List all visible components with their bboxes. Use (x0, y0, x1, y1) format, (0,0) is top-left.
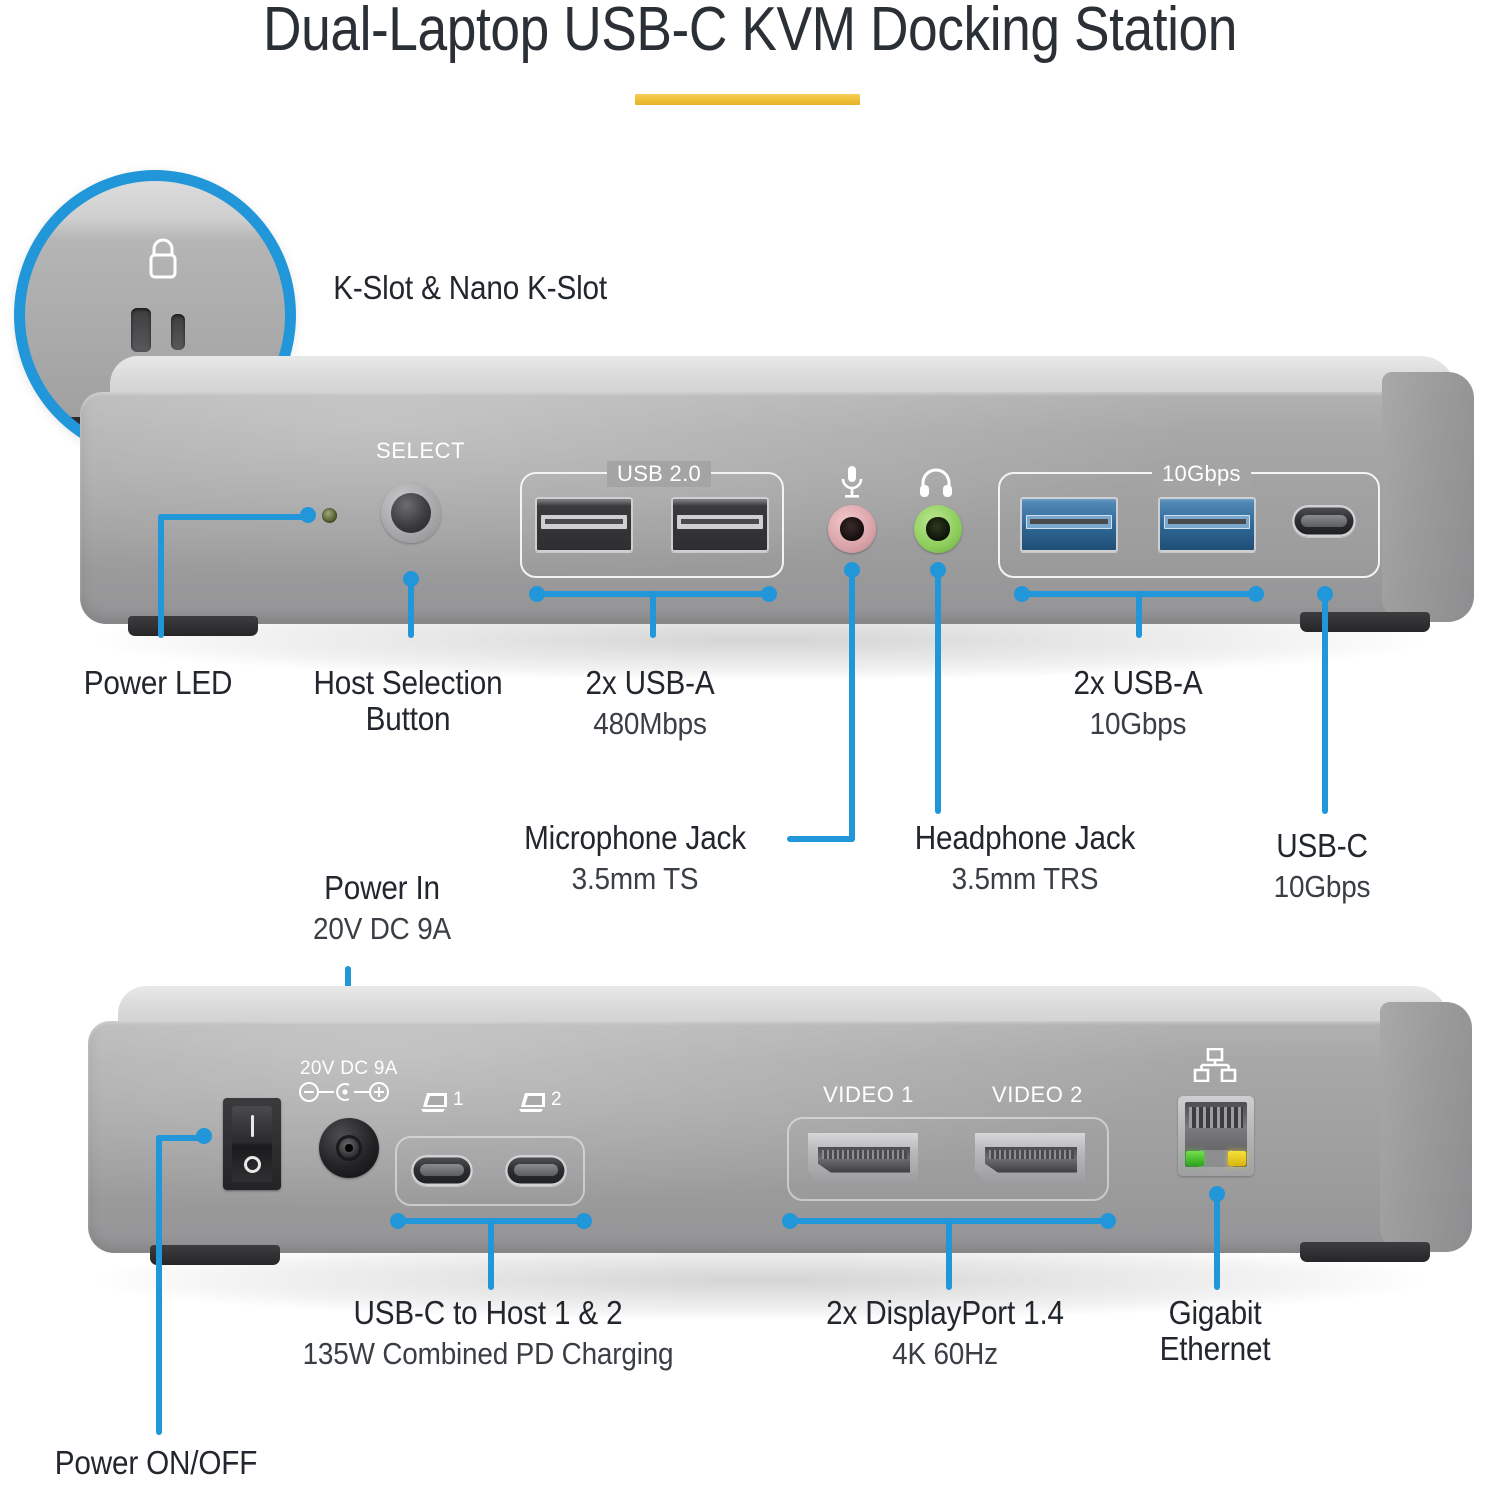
callout-usb-a-480: 2x USB-A 480Mbps (585, 664, 715, 742)
rear-foot-right (1300, 1242, 1430, 1262)
k-slot-opening (131, 308, 151, 352)
switch-off-mark (243, 1155, 261, 1173)
leader-dot-usbc-host-right (576, 1213, 592, 1229)
select-label: SELECT (376, 438, 466, 463)
leader-usbc-host-v (488, 1218, 494, 1290)
video1-label: VIDEO 1 (823, 1082, 915, 1107)
displayport-2[interactable] (975, 1133, 1085, 1185)
leader-mic-v (849, 570, 855, 842)
usb-c-port-10gbps[interactable] (1292, 505, 1356, 537)
leader-dp-v (946, 1218, 952, 1290)
leader-usbc-front-v (1322, 594, 1328, 814)
ethernet-led-green (1186, 1151, 1204, 1166)
video2-label: VIDEO 2 (992, 1082, 1084, 1107)
microphone-icon (841, 466, 863, 498)
leader-dot-dp-right (1100, 1213, 1116, 1229)
leader-dot-usb20-right (761, 586, 777, 602)
leader-usb20-v (650, 591, 656, 638)
dc-polarity-icon (299, 1082, 389, 1102)
dc-power-input-jack[interactable] (319, 1118, 379, 1178)
usb-c-host-port-1[interactable] (411, 1155, 473, 1186)
callout-power-on-off: Power ON/OFF (54, 1444, 258, 1481)
lock-icon (149, 238, 177, 279)
callout-microphone-jack: Microphone Jack 3.5mm TS (524, 819, 746, 897)
switch-on-mark (250, 1115, 254, 1138)
host-2-label: 2 (551, 1089, 562, 1110)
front-foot-right (1300, 612, 1430, 632)
leader-power-switch-h (156, 1135, 204, 1141)
usb-a-port-480mbps-2[interactable] (671, 497, 769, 552)
usb-a-port-10gbps-1[interactable] (1020, 497, 1118, 552)
tengbps-group-label: 10Gbps (1152, 461, 1251, 487)
usb-a-port-480mbps-1[interactable] (535, 497, 633, 552)
callout-headphone-jack: Headphone Jack 3.5mm TRS (914, 819, 1136, 897)
leader-headphone-v (935, 570, 941, 814)
page-title: Dual-Laptop USB-C KVM Docking Station (263, 0, 1237, 64)
rear-device-right-side (1380, 1002, 1472, 1252)
host-selection-button[interactable] (381, 483, 441, 543)
gigabit-ethernet-port[interactable] (1178, 1096, 1254, 1176)
headphone-icon (920, 468, 952, 497)
network-icon (1193, 1048, 1237, 1082)
usb20-group-label: USB 2.0 (607, 461, 712, 487)
callout-kslot: K-Slot & Nano K-Slot (333, 269, 607, 306)
laptop-icon-1 (421, 1093, 447, 1112)
front-foot-left (128, 616, 258, 636)
callout-usbc-to-host: USB-C to Host 1 & 2 135W Combined PD Cha… (302, 1294, 674, 1372)
microphone-jack[interactable] (828, 505, 876, 553)
title-underline-accent (635, 94, 860, 105)
usb-a-port-10gbps-2[interactable] (1158, 497, 1256, 552)
displayport-1[interactable] (808, 1133, 918, 1185)
rear-device-shadow (95, 1240, 1425, 1320)
leader-ethernet-v (1214, 1194, 1220, 1290)
leader-dot-usb10g-right (1248, 586, 1264, 602)
rear-foot-left (150, 1245, 280, 1265)
leader-mic-h (787, 836, 855, 842)
headphone-jack[interactable] (914, 505, 962, 553)
power-switch[interactable] (223, 1098, 281, 1190)
ethernet-led-yellow (1228, 1151, 1246, 1166)
callout-host-selection: Host Selection Button (313, 664, 503, 738)
power-in-silkscreen: 20V DC 9A (300, 1058, 398, 1079)
leader-power-led-v (158, 514, 164, 638)
callout-power-led: Power LED (83, 664, 233, 701)
callout-usb-a-10g: 2x USB-A 10Gbps (1073, 664, 1203, 742)
usb-c-host-port-2[interactable] (505, 1155, 567, 1186)
leader-host-button-v (408, 579, 414, 638)
callout-power-in: Power In 20V DC 9A (313, 869, 451, 947)
leader-usb10g-v (1136, 591, 1142, 638)
host-1-label: 1 (453, 1089, 464, 1110)
usbc-host-group-bracket (395, 1136, 585, 1206)
callout-usb-c-front: USB-C 10Gbps (1273, 827, 1371, 905)
laptop-icon-2 (519, 1093, 545, 1112)
leader-power-led-h (158, 514, 308, 520)
power-led (322, 508, 337, 523)
leader-power-switch-v (156, 1135, 162, 1435)
video-group-bracket (787, 1117, 1109, 1201)
front-device-right-side (1382, 372, 1474, 622)
nano-k-slot-opening (171, 314, 185, 350)
callout-gigabit-ethernet: Gigabit Ethernet (1159, 1294, 1271, 1368)
callout-displayport: 2x DisplayPort 1.4 4K 60Hz (826, 1294, 1064, 1372)
